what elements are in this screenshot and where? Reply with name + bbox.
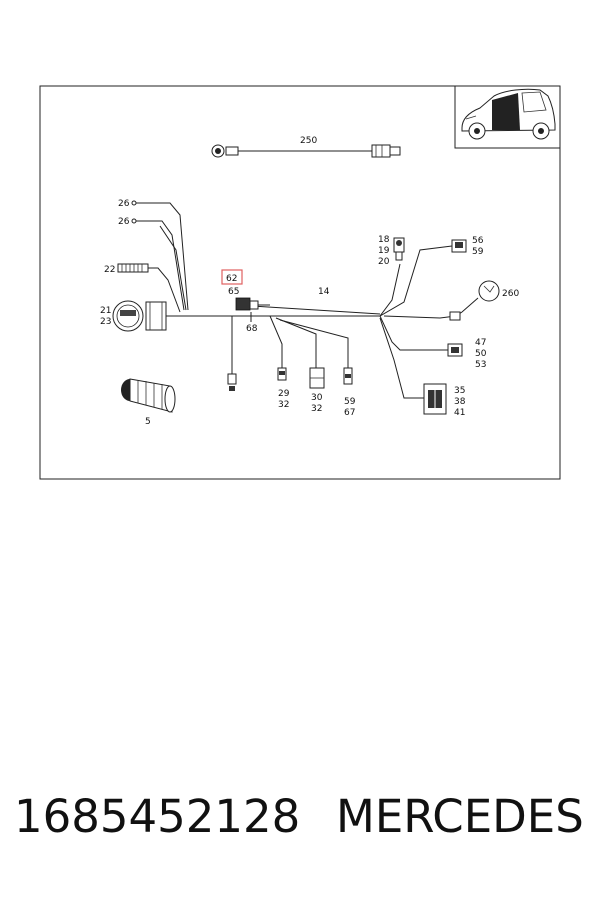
callout-35: 35	[454, 386, 465, 396]
callout-53: 53	[475, 360, 486, 370]
connector-18-19-20	[393, 237, 405, 261]
callout-56: 56	[472, 236, 484, 246]
round-plug-21-23	[112, 300, 178, 332]
callout-38: 38	[454, 397, 466, 407]
callout-47: 47	[475, 338, 486, 348]
callout-22: 22	[104, 265, 115, 275]
connector-65-68	[235, 297, 270, 322]
vehicle-thumbnail	[454, 85, 561, 149]
callout-5: 5	[145, 417, 151, 427]
callout-250: 250	[300, 136, 317, 146]
callout-41: 41	[454, 408, 465, 418]
callout-21: 21	[100, 306, 111, 316]
connector-35-38-41	[423, 383, 447, 415]
footer: 1685452128 MERCEDES	[0, 790, 600, 870]
callout-62: 62	[226, 274, 237, 284]
callout-19: 19	[378, 246, 390, 256]
callout-26-top: 26	[118, 199, 130, 209]
cable-250	[211, 144, 401, 158]
highlight-box-62	[221, 269, 243, 285]
callout-32-right: 32	[311, 404, 322, 414]
callout-50: 50	[475, 349, 487, 359]
callout-59-bottom: 59	[344, 397, 356, 407]
callout-65: 65	[228, 287, 239, 297]
brand-name: MERCEDES	[336, 790, 584, 843]
callout-260: 260	[502, 289, 519, 299]
left-branch-wires	[136, 202, 232, 317]
terminal-26-top	[131, 200, 137, 206]
callout-29: 29	[278, 389, 290, 399]
drop-branches	[269, 315, 353, 389]
callout-18: 18	[378, 235, 390, 245]
terminal-26-bottom	[131, 218, 137, 224]
callout-30: 30	[311, 393, 323, 403]
rubber-boot-5	[121, 378, 176, 413]
connector-strip-22	[117, 263, 149, 273]
callout-20: 20	[378, 257, 390, 267]
wiring-harness-diagram: 250 26 26 22 21 23	[39, 85, 561, 480]
callout-32-left: 32	[278, 400, 289, 410]
small-branch-connector	[227, 316, 237, 391]
connector-56-59	[451, 239, 467, 253]
sensor-260	[449, 280, 500, 321]
callout-14: 14	[318, 287, 330, 297]
callout-67: 67	[344, 408, 355, 418]
part-number: 1685452128	[14, 790, 301, 843]
callout-59-top: 59	[472, 247, 484, 257]
connector-47-50-53	[447, 343, 463, 357]
callout-68: 68	[246, 324, 258, 334]
callout-23: 23	[100, 317, 111, 327]
callout-26-bottom: 26	[118, 217, 130, 227]
